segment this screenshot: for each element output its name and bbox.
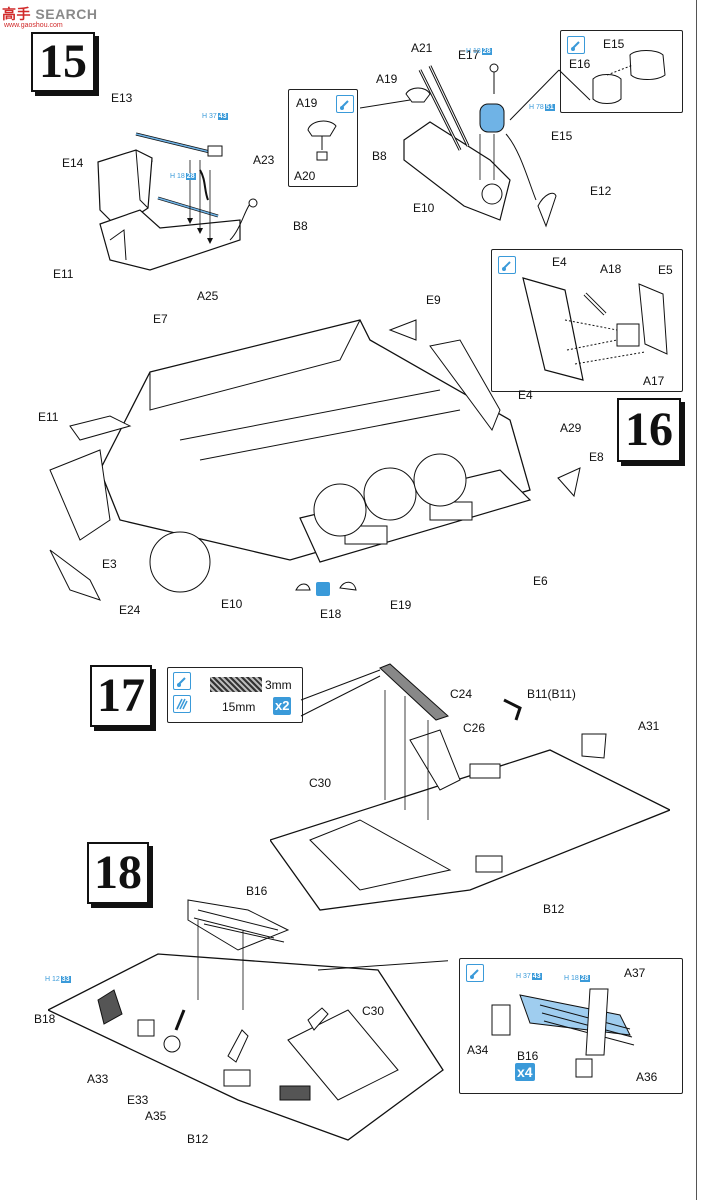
step-15-box: 15 bbox=[31, 32, 95, 92]
part-label-B12-18: B12 bbox=[187, 1132, 209, 1146]
paint-icon bbox=[498, 256, 516, 274]
part-label-E11: E11 bbox=[53, 267, 74, 281]
part-label-E16: E16 bbox=[569, 57, 591, 71]
part-label-E7: E7 bbox=[153, 312, 168, 326]
part-label-E33: E33 bbox=[127, 1093, 149, 1107]
part-label-A19-callout: A19 bbox=[296, 96, 318, 110]
step-17-box: 17 bbox=[90, 665, 152, 727]
checker-plate-swatch bbox=[210, 677, 262, 692]
e4-e5-drawing bbox=[522, 277, 668, 381]
part-label-B11: B11(B11) bbox=[527, 687, 576, 701]
part-label-A18: A18 bbox=[600, 262, 622, 276]
part-label-E19: E19 bbox=[390, 598, 412, 612]
part-label-E13: E13 bbox=[111, 91, 133, 105]
part-label-B8-b: B8 bbox=[372, 149, 387, 163]
step-18-drawing bbox=[48, 899, 448, 1141]
step-16-drawing bbox=[49, 319, 581, 601]
paint-icon bbox=[336, 95, 354, 113]
part-label-E4: E4 bbox=[518, 388, 533, 402]
part-label-C24: C24 bbox=[450, 687, 473, 701]
decal-size-3mm: 3mm bbox=[265, 678, 292, 692]
part-label-E4-callout: E4 bbox=[552, 255, 567, 269]
part-label-E10-16: E10 bbox=[221, 597, 243, 611]
paint-icon bbox=[466, 964, 484, 982]
part-label-A36: A36 bbox=[636, 1070, 658, 1084]
decal-size-15mm: 15mm bbox=[222, 700, 256, 714]
watermark-logo: 高手 SEARCH bbox=[2, 6, 98, 22]
step-16-box: 16 bbox=[617, 398, 681, 462]
part-label-B18: B18 bbox=[34, 1012, 56, 1026]
paint-icon bbox=[567, 36, 585, 54]
part-label-C26: C26 bbox=[463, 721, 486, 735]
part-label-E15-callout: E15 bbox=[603, 37, 625, 51]
part-label-E15: E15 bbox=[551, 129, 573, 143]
part-label-A33: A33 bbox=[87, 1072, 109, 1086]
part-label-E3: E3 bbox=[102, 557, 117, 571]
decal-qty: x2 bbox=[273, 697, 292, 715]
part-label-A17: A17 bbox=[643, 374, 665, 388]
part-label-E17: E17 bbox=[458, 48, 480, 62]
decal-icon bbox=[173, 695, 191, 713]
a19-a20-drawing bbox=[307, 120, 337, 161]
part-label-A37: A37 bbox=[624, 966, 646, 980]
b16-rack-drawing bbox=[491, 988, 635, 1078]
part-label-A25: A25 bbox=[197, 289, 219, 303]
part-label-A20: A20 bbox=[294, 169, 316, 183]
part-label-A35: A35 bbox=[145, 1109, 167, 1123]
part-label-E18: E18 bbox=[320, 607, 342, 621]
part-label-A34: A34 bbox=[467, 1043, 489, 1057]
part-label-E11-16: E11 bbox=[38, 410, 59, 424]
e15-e16-drawing bbox=[592, 50, 666, 104]
part-label-C30: C30 bbox=[309, 776, 332, 790]
part-label-A29: A29 bbox=[560, 421, 582, 435]
watermark-url: www.gaoshou.com bbox=[4, 22, 63, 29]
part-label-A23: A23 bbox=[253, 153, 275, 167]
quantity-badge: x4 bbox=[515, 1063, 535, 1081]
step-18-box: 18 bbox=[87, 842, 149, 904]
page-margin-line bbox=[696, 0, 697, 1200]
step-15-drawing-right bbox=[360, 63, 591, 228]
part-label-B8: B8 bbox=[293, 219, 308, 233]
part-label-E8: E8 bbox=[589, 450, 604, 464]
part-label-E6: E6 bbox=[533, 574, 548, 588]
part-label-E5: E5 bbox=[658, 263, 673, 277]
part-label-E12: E12 bbox=[590, 184, 612, 198]
symmetry-icon bbox=[316, 582, 330, 596]
step-17-drawing bbox=[270, 663, 670, 911]
step-15-drawing-left bbox=[97, 132, 258, 271]
part-label-E24: E24 bbox=[119, 603, 141, 617]
part-label-E9: E9 bbox=[426, 293, 441, 307]
part-label-A21: A21 bbox=[411, 41, 433, 55]
part-label-A19: A19 bbox=[376, 72, 398, 86]
part-label-B16: B16 bbox=[246, 884, 268, 898]
paint-icon bbox=[173, 672, 191, 690]
part-label-B12: B12 bbox=[543, 902, 565, 916]
part-label-E14: E14 bbox=[62, 156, 84, 170]
part-label-E10: E10 bbox=[413, 201, 435, 215]
part-label-A31: A31 bbox=[638, 719, 660, 733]
part-label-C30-18: C30 bbox=[362, 1004, 385, 1018]
part-label-B16-callout: B16 bbox=[517, 1049, 539, 1063]
